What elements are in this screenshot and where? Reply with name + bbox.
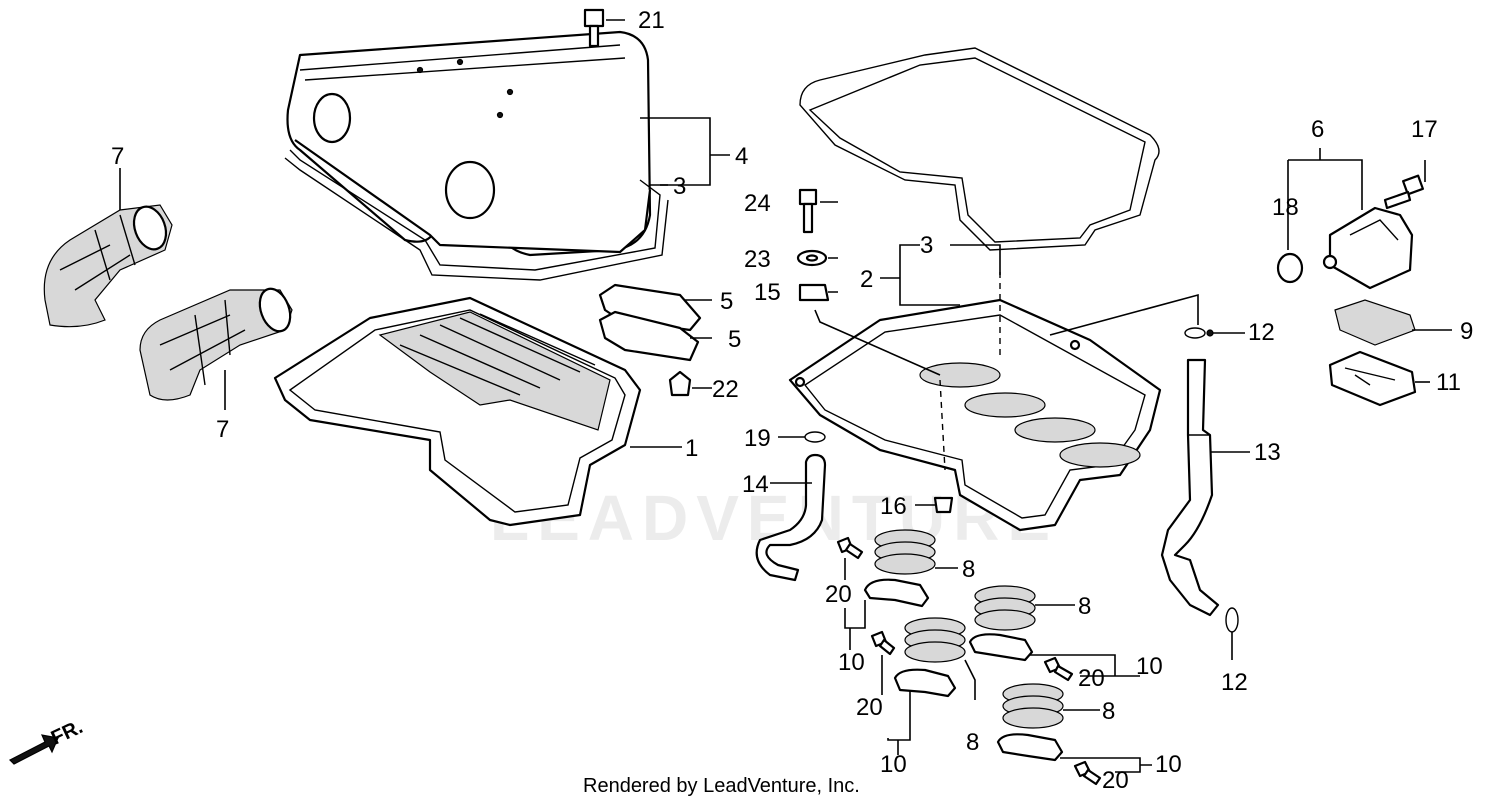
- cover-intake-hole-left: [312, 92, 352, 144]
- callout-7-upper: 7: [111, 143, 124, 170]
- front-direction-arrow: FR.: [8, 716, 86, 765]
- callout-20-b: 20: [856, 694, 883, 721]
- callout-10-d: 10: [1155, 751, 1182, 778]
- callout-9: 9: [1460, 318, 1473, 345]
- air-cleaner-case[interactable]: [788, 298, 1162, 532]
- callout-8-d: 8: [1102, 698, 1115, 725]
- bolt-20-b[interactable]: [870, 630, 896, 656]
- callout-labels: 7 7 21 4 3 5 5 22 1 24 23 15 3 2 12 19 1…: [111, 7, 1473, 794]
- callout-6: 6: [1311, 116, 1324, 143]
- callout-17: 17: [1411, 116, 1438, 143]
- bolt-20-c[interactable]: [1043, 656, 1074, 682]
- air-filter-element[interactable]: [273, 296, 642, 527]
- band-10-d[interactable]: [996, 733, 1064, 762]
- grommet-18[interactable]: [1276, 252, 1304, 284]
- grommet-16[interactable]: [933, 496, 954, 514]
- case-gasket[interactable]: [799, 47, 1160, 251]
- callout-20-d: 20: [1102, 767, 1129, 794]
- clamp-12-lower[interactable]: [1225, 607, 1239, 633]
- holder-11[interactable]: [1328, 350, 1417, 407]
- bolt-20-d[interactable]: [1073, 760, 1102, 786]
- callout-4: 4: [735, 143, 748, 170]
- callout-14: 14: [742, 471, 769, 498]
- callout-5-lower: 5: [728, 326, 741, 353]
- callout-12-lower: 12: [1221, 669, 1248, 696]
- callout-20-c: 20: [1078, 665, 1105, 692]
- callout-18: 18: [1272, 194, 1299, 221]
- callout-13: 13: [1254, 439, 1281, 466]
- callout-3-case: 3: [920, 232, 933, 259]
- cover-intake-hole-right: [444, 160, 496, 220]
- bolt-24[interactable]: [798, 188, 818, 234]
- filter-pad-9[interactable]: [1334, 299, 1416, 346]
- funnel-ring-8-c[interactable]: [904, 617, 966, 663]
- bolt-21[interactable]: [583, 8, 605, 48]
- callout-10-b: 10: [880, 751, 907, 778]
- band-10-a[interactable]: [863, 578, 930, 608]
- callout-8-a: 8: [962, 556, 975, 583]
- funnel-ring-8-d[interactable]: [1002, 683, 1064, 729]
- callout-8-b: 8: [1078, 593, 1091, 620]
- air-cleaner-cover[interactable]: [286, 30, 652, 257]
- band-10-c[interactable]: [893, 668, 957, 698]
- callout-19: 19: [744, 425, 771, 452]
- callout-20-a: 20: [825, 581, 852, 608]
- funnel-ring-8-b[interactable]: [974, 585, 1036, 631]
- air-funnel-lower[interactable]: [139, 285, 296, 401]
- bolt-17[interactable]: [1383, 174, 1425, 210]
- callout-2: 2: [860, 266, 873, 293]
- callout-15: 15: [754, 279, 781, 306]
- callout-16: 16: [880, 493, 907, 520]
- callout-8-c: 8: [966, 729, 979, 756]
- callout-1: 1: [685, 435, 698, 462]
- clamp-12-upper[interactable]: [1184, 327, 1214, 339]
- cover-gasket[interactable]: [284, 149, 669, 281]
- band-10-b[interactable]: [968, 633, 1034, 662]
- washer-23[interactable]: [796, 249, 828, 267]
- callout-21: 21: [638, 7, 665, 34]
- callout-24: 24: [744, 190, 771, 217]
- clip-19[interactable]: [804, 431, 826, 443]
- leader-lines: [119, 117, 1452, 773]
- guide-5-lower[interactable]: [598, 310, 700, 362]
- nut-15[interactable]: [798, 283, 830, 302]
- sensor-cover-6[interactable]: [1322, 206, 1414, 290]
- callout-7-lower: 7: [216, 416, 229, 443]
- callout-10-c: 10: [1136, 653, 1163, 680]
- callout-12-upper: 12: [1248, 319, 1275, 346]
- callout-11: 11: [1436, 369, 1461, 396]
- air-funnel-upper[interactable]: [43, 202, 173, 328]
- bolt-20-a[interactable]: [836, 536, 864, 560]
- drain-tube-13[interactable]: [1160, 358, 1220, 617]
- callout-10-a: 10: [838, 649, 865, 676]
- funnel-ring-8-a[interactable]: [874, 529, 936, 575]
- footer-credit: Rendered by LeadVenture, Inc.: [583, 775, 860, 797]
- callout-3-cover: 3: [673, 173, 686, 200]
- drain-tube-14[interactable]: [755, 453, 827, 582]
- screw-22[interactable]: [668, 370, 692, 397]
- callout-5-upper: 5: [720, 288, 733, 315]
- callout-23: 23: [744, 246, 771, 273]
- callout-22: 22: [712, 376, 739, 403]
